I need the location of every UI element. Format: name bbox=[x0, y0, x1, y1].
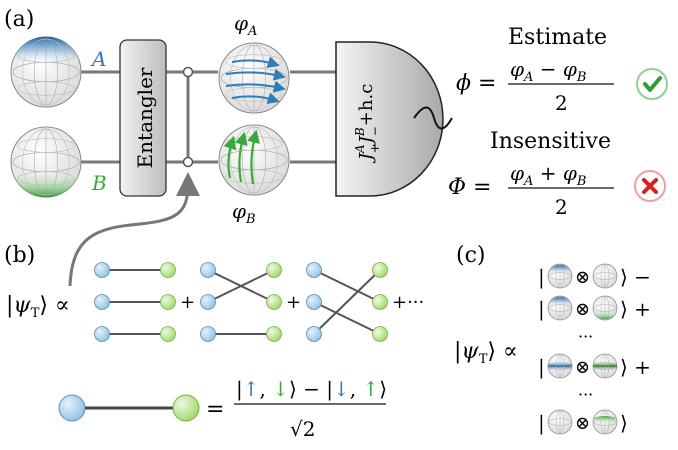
junction-node-top bbox=[182, 66, 194, 78]
ket-row-1-end: ⟩ − bbox=[620, 265, 651, 289]
phase-label-a: φA bbox=[234, 11, 257, 39]
panel-c-psi: |ψT⟩ ∝ bbox=[454, 339, 518, 367]
check-icon bbox=[636, 68, 668, 100]
ket-row-3: | ⊗ ⟩ + bbox=[538, 353, 651, 380]
bloch-sphere-b-input bbox=[10, 126, 82, 198]
estimate-lhs: ϕ = bbox=[456, 71, 496, 96]
entangler-box bbox=[119, 39, 167, 197]
svg-text:⊗: ⊗ bbox=[575, 299, 590, 320]
link-arrow bbox=[68, 172, 200, 287]
svg-text:⊗: ⊗ bbox=[575, 267, 590, 288]
cross-icon bbox=[634, 170, 666, 202]
estimate-numerator: φA − φB bbox=[510, 57, 586, 85]
panel-b-psi: |ψT⟩ ∝ bbox=[6, 293, 70, 321]
estimate-heading: Estimate bbox=[508, 25, 607, 50]
bond-denominator: √2 bbox=[290, 417, 315, 441]
ket-row-1: | ⊗ ⟩ − bbox=[538, 263, 651, 290]
entangler-label: Entangler bbox=[133, 67, 157, 168]
qubit-label-b: B bbox=[91, 171, 107, 195]
panel-label-c: (c) bbox=[456, 243, 486, 268]
insensitive-heading: Insensitive bbox=[490, 129, 611, 154]
svg-text:⊗: ⊗ bbox=[575, 357, 590, 378]
qubit-label-a: A bbox=[90, 47, 106, 71]
ket-dots-1: ··· bbox=[578, 327, 593, 346]
circuit-wires bbox=[80, 70, 336, 164]
ket-dots-2: ··· bbox=[578, 385, 593, 404]
insensitive-numerator: φA + φB bbox=[510, 161, 586, 189]
panel-label-b: (b) bbox=[4, 243, 35, 268]
plus-2: + bbox=[286, 292, 301, 313]
insensitive-lhs: Φ = bbox=[448, 175, 491, 200]
ket-row-2: | ⊗ ⟩ + bbox=[538, 295, 651, 322]
svg-text:|: | bbox=[538, 411, 545, 436]
measurement-device bbox=[335, 41, 444, 197]
plus-1: + bbox=[180, 292, 195, 313]
bloch-sphere-a-rotated bbox=[218, 42, 290, 114]
svg-text:|: | bbox=[538, 355, 545, 380]
bond-numerator: |↑, ↓⟩ − |↓, ↑⟩ bbox=[236, 377, 387, 402]
junction-node-bottom bbox=[182, 156, 194, 168]
ket-row-4: | ⊗ ⟩ bbox=[538, 409, 628, 436]
output-wire bbox=[413, 106, 453, 130]
estimate-denominator: 2 bbox=[555, 91, 568, 115]
dimer-config-1 bbox=[94, 262, 176, 342]
svg-text:⊗: ⊗ bbox=[575, 413, 590, 434]
bloch-sphere-a-input bbox=[10, 36, 82, 108]
panel-label-a: (a) bbox=[4, 7, 34, 32]
bond-legend bbox=[58, 394, 200, 422]
dimer-config-3 bbox=[306, 262, 388, 342]
insensitive-denominator: 2 bbox=[555, 195, 568, 219]
plus-dots: +··· bbox=[392, 292, 424, 313]
bond-equals: = bbox=[206, 397, 224, 422]
ket-row-4-end: ⟩ bbox=[620, 411, 628, 435]
svg-text:|: | bbox=[538, 265, 545, 290]
bloch-sphere-b-rotated bbox=[218, 124, 290, 196]
dimer-config-2 bbox=[200, 262, 282, 342]
ket-row-3-end: ⟩ + bbox=[620, 355, 651, 379]
svg-text:|: | bbox=[538, 297, 545, 322]
phase-label-b: φB bbox=[232, 199, 256, 227]
ket-row-2-end: ⟩ + bbox=[620, 297, 651, 321]
